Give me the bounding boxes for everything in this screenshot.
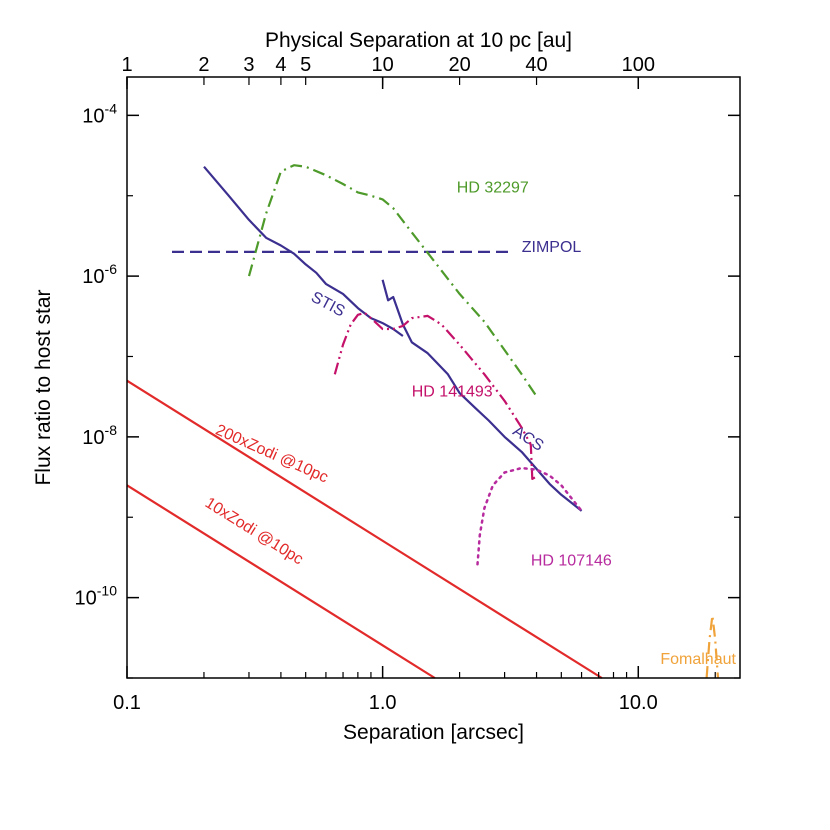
plot-frame xyxy=(126,76,741,679)
series-line-200xzodi-10pc xyxy=(126,379,603,679)
y-tick-base: 10 xyxy=(82,427,104,449)
top-tick-label: 1 xyxy=(121,54,132,76)
top-tick-label: 3 xyxy=(243,54,254,76)
series-line-hd-32297 xyxy=(247,164,538,397)
x-tick-label: 0.1 xyxy=(113,692,141,714)
series-label-zimpol: ZIMPOL xyxy=(522,239,582,256)
y-tick-base: 10 xyxy=(75,588,97,610)
y-tick-exponent: -6 xyxy=(105,261,118,277)
top-tick-label: 4 xyxy=(275,54,286,76)
series-label-hd-141493: HD 141493 xyxy=(412,383,493,400)
x-axis-title: Separation [arcsec] xyxy=(343,721,524,744)
top-tick-label: 10 xyxy=(372,54,394,76)
y-tick-label: 10-4 xyxy=(82,100,117,127)
series-line-10xzodi-10pc xyxy=(126,484,436,679)
y-tick-exponent: -4 xyxy=(105,100,118,116)
top-tick-label: 20 xyxy=(448,54,470,76)
y-tick-base: 10 xyxy=(82,266,104,288)
series-label-hd-32297: HD 32297 xyxy=(457,179,529,196)
series-line-fomalhaut xyxy=(705,614,720,679)
top-tick-label: 2 xyxy=(198,54,209,76)
top-tick-label: 5 xyxy=(300,54,311,76)
series-label-fomalhaut: Fomalhaut xyxy=(660,651,736,668)
series-line-hd-141493 xyxy=(333,311,538,480)
y-tick-exponent: -8 xyxy=(105,422,118,438)
y-tick-label: 10-8 xyxy=(82,422,117,449)
series-label-hd-107146: HD 107146 xyxy=(531,553,612,570)
top-tick-label: 100 xyxy=(622,54,655,76)
y-tick-label: 10-10 xyxy=(75,583,118,610)
top-tick-label: 40 xyxy=(525,54,547,76)
y-tick-base: 10 xyxy=(82,105,104,127)
y-tick-label: 10-6 xyxy=(82,261,117,288)
top-axis-title: Physical Separation at 10 pc [au] xyxy=(265,29,572,52)
series-line-acs xyxy=(381,279,583,512)
series-line-stis xyxy=(203,165,404,337)
x-tick-label: 10.0 xyxy=(619,692,658,714)
y-axis-title: Flux ratio to host star xyxy=(32,289,55,485)
x-tick-label: 1.0 xyxy=(369,692,397,714)
y-tick-exponent: -10 xyxy=(97,583,117,599)
